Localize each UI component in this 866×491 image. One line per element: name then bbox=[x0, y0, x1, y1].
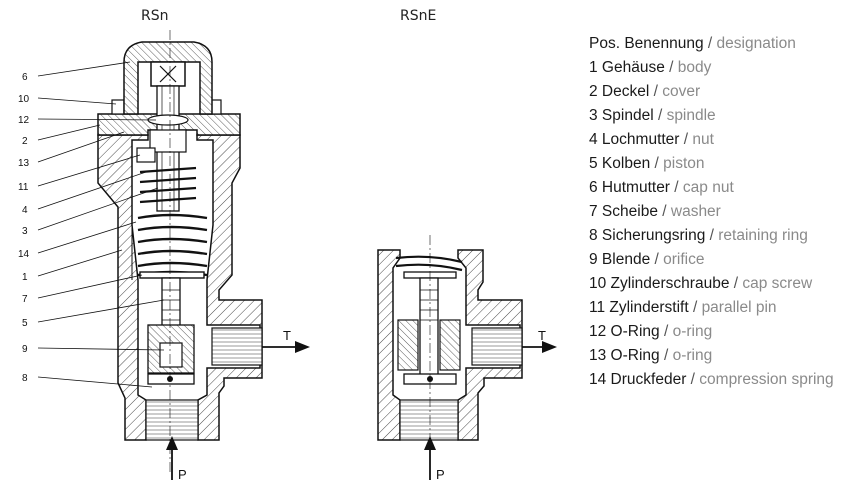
rsne-body-right bbox=[457, 249, 523, 441]
view-title-rsne: RSnE bbox=[400, 8, 437, 24]
callout-10: 10 bbox=[18, 94, 30, 105]
rsn-section bbox=[97, 30, 263, 475]
callout-1: 1 bbox=[22, 272, 28, 283]
rsn-callout-labels: 6 10 12 2 13 11 4 3 14 1 7 5 9 8 bbox=[18, 72, 30, 384]
rsne-port-p-label: P bbox=[436, 467, 445, 482]
rsn-parallel-pin bbox=[136, 147, 156, 163]
callout-9: 9 bbox=[22, 344, 28, 355]
legend-item: 1 Gehäuse / body bbox=[589, 59, 712, 76]
valve-section-drawing: 6 10 12 2 13 11 4 3 14 1 7 5 9 8 T P bbox=[18, 30, 557, 482]
legend-item: 9 Blende / orifice bbox=[589, 251, 705, 268]
legend-item: 14 Druckfeder / compression spring bbox=[589, 371, 834, 388]
legend-item: 2 Deckel / cover bbox=[589, 83, 701, 100]
legend-item: 11 Zylinderstift / parallel pin bbox=[589, 299, 777, 316]
callout-3: 3 bbox=[22, 226, 28, 237]
rsn-leader-lines bbox=[37, 61, 165, 388]
callout-12: 12 bbox=[18, 115, 30, 126]
callout-4: 4 bbox=[22, 205, 28, 216]
rsne-body-left bbox=[377, 249, 401, 441]
callout-13: 13 bbox=[18, 158, 30, 169]
rsn-t-port bbox=[211, 327, 263, 366]
callout-2: 2 bbox=[22, 136, 28, 147]
rsn-washer bbox=[139, 271, 205, 279]
legend-item: 10 Zylinderschraube / cap screw bbox=[589, 275, 813, 292]
rsne-t-port bbox=[471, 327, 523, 366]
rsn-cap-screw-left bbox=[111, 99, 125, 115]
rsn-body-left bbox=[97, 134, 149, 441]
callout-6: 6 bbox=[22, 72, 28, 83]
rsne-port-arrows bbox=[424, 341, 557, 480]
callout-14: 14 bbox=[18, 249, 30, 260]
legend-item: 13 O-Ring / o-ring bbox=[589, 347, 713, 364]
legend-item: 4 Lochmutter / nut bbox=[589, 131, 714, 148]
rsn-port-t-label: T bbox=[283, 328, 291, 343]
legend-item: 3 Spindel / spindle bbox=[589, 107, 716, 124]
rsne-p-port bbox=[399, 399, 459, 441]
legend-header: Pos. Benennung / designation bbox=[589, 35, 796, 52]
rsne-section bbox=[377, 235, 523, 475]
rsn-p-port bbox=[145, 399, 199, 441]
rsn-body-right bbox=[196, 134, 263, 441]
parts-legend: Pos. Benennung / designation 1 Gehäuse /… bbox=[589, 32, 864, 392]
legend-item: 5 Kolben / piston bbox=[589, 155, 705, 172]
rsne-piston bbox=[419, 277, 439, 379]
rsn-cap-nut bbox=[123, 41, 213, 115]
legend-item: 7 Scheibe / washer bbox=[589, 203, 721, 220]
rsne-port-t-label: T bbox=[538, 328, 546, 343]
legend-item: 6 Hutmutter / cap nut bbox=[589, 179, 734, 196]
callout-11: 11 bbox=[18, 182, 29, 193]
rsn-port-p-label: P bbox=[178, 467, 187, 482]
callout-5: 5 bbox=[22, 318, 28, 329]
callout-8: 8 bbox=[22, 373, 28, 384]
view-title-rsn: RSn bbox=[141, 8, 169, 24]
callout-7: 7 bbox=[22, 294, 28, 305]
legend-item: 12 O-Ring / o-ring bbox=[589, 323, 713, 340]
rsn-compression-spring bbox=[137, 213, 208, 277]
rsn-port-arrows bbox=[166, 341, 310, 480]
legend-item: 8 Sicherungsring / retaining ring bbox=[589, 227, 808, 244]
